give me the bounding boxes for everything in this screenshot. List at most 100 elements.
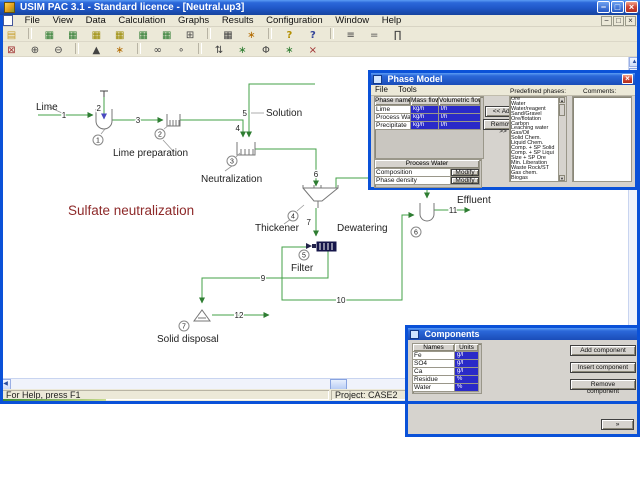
unit-3-badge[interactable]: 3 (226, 155, 238, 167)
phase-row[interactable]: Process Water kg/h l/h (375, 114, 483, 122)
list-item[interactable]: Solid Chem. (511, 135, 541, 142)
list-item[interactable]: Ore (511, 97, 521, 102)
stream-10-line[interactable] (281, 212, 415, 301)
components-table[interactable]: Names Units Fe g/l SO4 g/l Ca g/l Residu… (412, 343, 482, 394)
feeder-valve-icon[interactable] (100, 90, 108, 97)
menu-configuration[interactable]: Configuration (266, 15, 323, 27)
equal-icon[interactable]: = (370, 30, 379, 41)
maximize-button[interactable]: □ (611, 1, 624, 13)
component-unit-cell[interactable]: % (455, 384, 479, 392)
open-icon[interactable]: ▤ (6, 30, 17, 41)
list-item[interactable]: Biogas (511, 174, 528, 181)
list-item[interactable]: Comp. + SP Liqui (511, 149, 554, 156)
unit-6-badge[interactable]: 6 (410, 226, 422, 238)
neutralization-tank-icon[interactable] (236, 142, 256, 156)
phase-table[interactable]: Phase names Mass flowrate Volumetric flo… (374, 96, 484, 159)
phase-mass-cell[interactable]: kg/h (411, 114, 439, 122)
phase-name-cell[interactable]: Lime (375, 106, 411, 114)
list-item[interactable]: Gas/Oil (511, 130, 530, 137)
stream-2-label[interactable]: 2 (95, 103, 103, 115)
modify-density-button[interactable]: Modify (451, 177, 479, 184)
list-item[interactable]: Size + SP Ore (511, 154, 546, 161)
phase-icon[interactable]: Φ (262, 45, 270, 56)
results-table-icon[interactable]: ▦ (115, 30, 125, 41)
mdi-minimize-button[interactable]: − (601, 16, 612, 26)
component-unit-cell[interactable]: g/l (455, 368, 479, 376)
component-name-cell[interactable]: Water (413, 384, 455, 392)
context-help-icon[interactable]: ? (309, 30, 316, 41)
stream-9-label[interactable]: 9 (260, 273, 268, 285)
more-button[interactable]: » (601, 419, 634, 430)
mdi-restore-button[interactable]: □ (613, 16, 624, 26)
list-scrollbar[interactable]: ▲ ▼ (558, 97, 566, 181)
stream-1-label[interactable]: 1 (61, 110, 69, 122)
component-unit-cell[interactable]: g/l (455, 360, 479, 368)
component-unit-cell[interactable]: % (455, 376, 479, 384)
mdi-close-button[interactable]: × (625, 16, 636, 26)
node-icon[interactable]: ∘ (177, 45, 185, 56)
phase-row[interactable]: Lime kg/h l/h (375, 106, 483, 114)
phase-vol-cell[interactable]: l/h (439, 106, 481, 114)
clear-icon[interactable]: × (308, 45, 318, 56)
component-row[interactable]: Residue % (413, 376, 481, 384)
unit-4-badge[interactable]: 4 (287, 210, 299, 222)
stream-11-label[interactable]: 11 (448, 205, 459, 217)
list-item[interactable]: Water/reagent (511, 105, 546, 112)
component-unit-cell[interactable]: g/l (455, 352, 479, 360)
balance-table-icon[interactable]: ▦ (138, 30, 148, 41)
menu-calculation[interactable]: Calculation (118, 15, 166, 27)
feed-table-icon[interactable]: ▦ (91, 30, 102, 41)
zoom-in-icon[interactable]: ⊕ (30, 45, 40, 56)
lime-prep-tank-icon[interactable] (166, 114, 181, 127)
minimize-button[interactable]: − (597, 1, 610, 13)
menu-graphs[interactable]: Graphs (178, 15, 210, 27)
stream-6-label[interactable]: 6 (313, 169, 321, 181)
list-scroll-down-icon[interactable]: ▼ (559, 175, 565, 181)
zoom-out-icon[interactable]: ⊖ (54, 45, 63, 56)
list-item[interactable]: Ore/flotation (511, 115, 541, 122)
unit-5-badge[interactable]: 5 (298, 249, 310, 261)
component-name-cell[interactable]: Ca (413, 368, 455, 376)
component-name-cell[interactable]: Residue (413, 376, 455, 384)
modify-composition-button[interactable]: Modify (451, 169, 479, 176)
stream-7-label[interactable]: 7 (305, 217, 313, 229)
extra-table-icon[interactable]: ▦ (161, 30, 172, 41)
stream-4-label[interactable]: 4 (234, 123, 242, 135)
stream-3-label[interactable]: 3 (135, 115, 143, 127)
unit-2-badge[interactable]: 2 (154, 128, 166, 140)
component-row[interactable]: Water % (413, 384, 481, 392)
add-component-button[interactable]: Add component (570, 345, 636, 356)
component-name-cell[interactable]: Fe (413, 352, 455, 360)
stream-12-label[interactable]: 12 (233, 310, 245, 322)
phase-name-cell[interactable]: Process Water (375, 114, 411, 122)
fit-window-icon[interactable]: ⊠ (7, 45, 16, 56)
solid-disposal-icon[interactable] (193, 309, 211, 322)
select-icon[interactable]: ▲ (92, 45, 101, 56)
list-item[interactable]: Min. Liberation (511, 159, 548, 166)
component-name-cell[interactable]: SO4 (413, 360, 455, 368)
list-item[interactable]: Liquid Chem. (511, 140, 544, 147)
link-icon[interactable]: ≡ (346, 30, 355, 41)
models-icon[interactable]: ∗ (247, 30, 256, 41)
phase-row[interactable]: Precipitate kg/h l/h (375, 122, 483, 130)
comments-box[interactable] (572, 96, 632, 182)
list-item[interactable]: Comp. + SP Solid (511, 145, 555, 152)
phase-model-close-icon[interactable]: × (622, 74, 633, 84)
phase-mass-cell[interactable]: kg/h (411, 122, 439, 130)
stream-5-line[interactable] (246, 83, 315, 138)
stream-lines[interactable] (38, 83, 471, 318)
list-item[interactable]: Gas chem. (511, 169, 538, 176)
grid-icon[interactable]: ⊞ (185, 30, 195, 41)
stream-table-icon[interactable]: ▦ (44, 30, 55, 41)
app-titlebar[interactable]: USIM PAC 3.1 - Standard licence - [Neutr… (0, 0, 640, 15)
stream-10-label[interactable]: 10 (335, 295, 347, 307)
component-row[interactable]: Fe g/l (413, 352, 481, 360)
matrix-icon[interactable]: ▦ (223, 30, 233, 41)
unit-7-badge[interactable]: 7 (178, 320, 190, 332)
component-row[interactable]: Ca g/l (413, 368, 481, 376)
phase-menu-tools[interactable]: Tools (398, 85, 417, 94)
menu-file[interactable]: File (24, 15, 40, 27)
units-table-icon[interactable]: ▦ (68, 30, 78, 41)
stream-4-line[interactable] (180, 119, 246, 138)
list-item[interactable]: Waste Rock/ST (511, 164, 549, 171)
